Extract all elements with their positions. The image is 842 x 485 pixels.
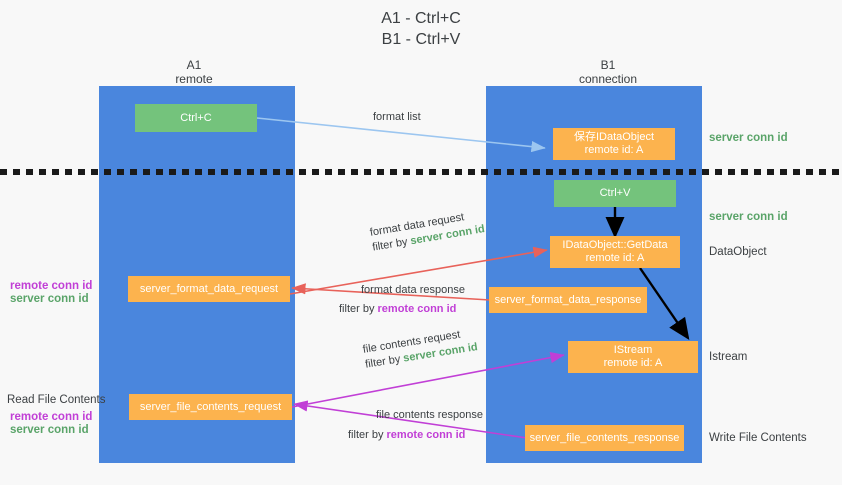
edge-label-format-list: format list bbox=[373, 111, 421, 123]
page-title: A1 - Ctrl+C B1 - Ctrl+V bbox=[381, 10, 461, 48]
edge-label-format-data-response-filter: filter by remote conn id bbox=[339, 303, 465, 315]
edge-label-format-data-response-text: format data response bbox=[361, 284, 465, 296]
arrow-format-data-request bbox=[289, 246, 548, 295]
box-istream[interactable]: IStream remote id: A bbox=[568, 341, 698, 373]
edge-label-file-contents-response-text: file contents response bbox=[376, 409, 484, 421]
filter-value-remote-conn-id: remote conn id bbox=[377, 303, 457, 315]
box-ctrl-c[interactable]: Ctrl+C bbox=[135, 104, 257, 132]
filter-prefix: filter by bbox=[348, 429, 387, 441]
box-save-idataobject[interactable]: 保存IDataObject remote id: A bbox=[553, 128, 675, 160]
column-header-b1: B1 connection bbox=[578, 58, 638, 86]
annotation-remote-conn-id-lower: remote conn id bbox=[10, 411, 93, 423]
arrow-getdata-to-istream bbox=[639, 267, 690, 340]
edge-label-format-data-response: format data response filter by remote co… bbox=[339, 284, 465, 315]
box-server-format-data-response[interactable]: server_format_data_response bbox=[489, 287, 647, 313]
arrow-file-contents-request bbox=[291, 352, 565, 408]
arrow-file-contents-response bbox=[293, 400, 528, 439]
column-header-a1: A1 remote bbox=[175, 58, 213, 86]
filter-prefix: filter by bbox=[339, 303, 378, 315]
arrow-format-list bbox=[256, 117, 546, 153]
edge-label-file-contents-response-filter: filter by remote conn id bbox=[348, 429, 483, 441]
annotation-read-file-contents: Read File Contents bbox=[7, 394, 106, 406]
annotation-server-conn-id-upper: server conn id bbox=[10, 293, 89, 305]
box-server-file-contents-request[interactable]: server_file_contents_request bbox=[129, 394, 292, 420]
box-idataobject-getdata[interactable]: IDataObject::GetData remote id: A bbox=[550, 236, 680, 268]
annotation-remote-conn-id-upper: remote conn id bbox=[10, 280, 93, 292]
edge-label-file-contents-response: file contents response filter by remote … bbox=[348, 409, 484, 441]
box-server-format-data-request[interactable]: server_format_data_request bbox=[128, 276, 290, 302]
phase-divider-dashed-line bbox=[0, 169, 842, 175]
arrow-format-data-response bbox=[291, 283, 491, 301]
box-ctrl-v[interactable]: Ctrl+V bbox=[554, 180, 676, 207]
annotation-istream: Istream bbox=[709, 351, 748, 363]
annotation-server-conn-id-lower: server conn id bbox=[10, 424, 89, 436]
annotation-dataobject: DataObject bbox=[709, 246, 767, 258]
annotation-write-file-contents: Write File Contents bbox=[709, 432, 807, 444]
annotation-server-conn-id-top: server conn id bbox=[709, 132, 788, 144]
box-server-file-contents-response[interactable]: server_file_contents_response bbox=[525, 425, 684, 451]
filter-value-remote-conn-id: remote conn id bbox=[386, 429, 466, 441]
annotation-server-conn-id-middle: server conn id bbox=[709, 211, 788, 223]
